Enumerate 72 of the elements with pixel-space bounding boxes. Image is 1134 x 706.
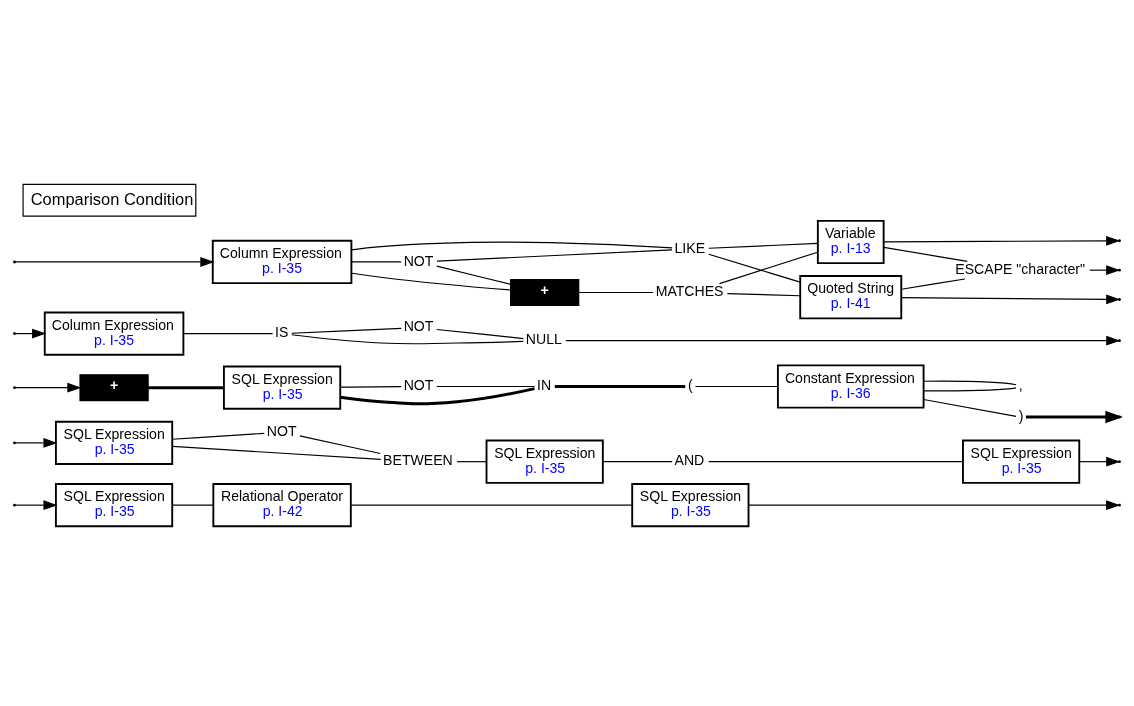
node-text: ) (1018, 407, 1024, 424)
connector (708, 242, 819, 249)
node-text: BETWEEN (383, 452, 453, 469)
node-text: MATCHES (655, 283, 724, 300)
connector (299, 435, 381, 455)
diagram-title: Comparison Condition (30, 190, 194, 209)
node-text: NULL (525, 331, 562, 348)
connector (708, 461, 964, 463)
node-box: Relational Operator p. I-42 (212, 483, 352, 528)
node-box: + (79, 374, 149, 402)
node-box: SQL Expression p. I-35 (54, 420, 174, 465)
node-text: , (1018, 377, 1023, 394)
connector (708, 253, 801, 283)
node-text: NOT (266, 422, 297, 439)
connector (291, 327, 402, 334)
node-box: SQL Expression p. I-35 (962, 439, 1081, 484)
arrow (1078, 456, 1121, 467)
connector (436, 385, 536, 388)
connector (923, 387, 1017, 392)
arrow (14, 437, 58, 448)
connector (436, 249, 673, 262)
node-text: IN (537, 377, 552, 394)
connector (602, 461, 673, 463)
node-box: SQL Expression p. I-35 (223, 365, 342, 410)
connector (340, 387, 535, 406)
arrow (565, 335, 1121, 346)
connector (578, 291, 654, 294)
connector (726, 292, 801, 297)
connector (339, 386, 402, 388)
arrow (14, 257, 215, 267)
arrow (883, 235, 1121, 246)
connector (456, 461, 488, 463)
arrow (14, 500, 58, 511)
connector (171, 432, 265, 440)
connector (183, 333, 274, 335)
connector (291, 334, 524, 345)
node-text: NOT (403, 377, 434, 394)
connector (923, 398, 1017, 417)
connector (436, 328, 525, 340)
connector (148, 386, 224, 390)
connector (171, 445, 382, 460)
node-box: Constant Expression p. I-36 (776, 364, 925, 409)
arrow (748, 500, 1121, 511)
connector (718, 251, 819, 285)
node-box: SQL Expression p. I-35 (631, 483, 750, 528)
connector (923, 380, 1017, 386)
node-text: IS (275, 324, 289, 341)
node-text: NOT (403, 318, 434, 335)
arrow (14, 382, 82, 393)
node-text: AND (674, 452, 705, 469)
connector (883, 246, 968, 262)
node-box: SQL Expression p. I-35 (485, 439, 604, 484)
node-box: Quoted String p. I-41 (799, 275, 903, 320)
connector (351, 261, 402, 263)
connector (554, 385, 686, 388)
node-text: ESCAPE "character" (955, 260, 1086, 277)
node-text: NOT (403, 252, 434, 269)
node-box: SQL Expression p. I-35 (54, 483, 174, 528)
connector (694, 385, 779, 388)
arrow (900, 294, 1121, 305)
connector (171, 504, 214, 506)
node-box: Column Expression p. I-35 (43, 311, 185, 356)
connector (350, 504, 633, 506)
node-text: LIKE (674, 239, 706, 256)
connector (436, 265, 512, 285)
connector (351, 272, 511, 291)
node-box: Variable p. I-13 (816, 219, 885, 265)
node-box: + (510, 279, 580, 306)
node-text: ( (688, 377, 693, 394)
node-box: Column Expression p. I-35 (211, 239, 353, 285)
connector (351, 241, 673, 251)
connector (900, 278, 966, 290)
